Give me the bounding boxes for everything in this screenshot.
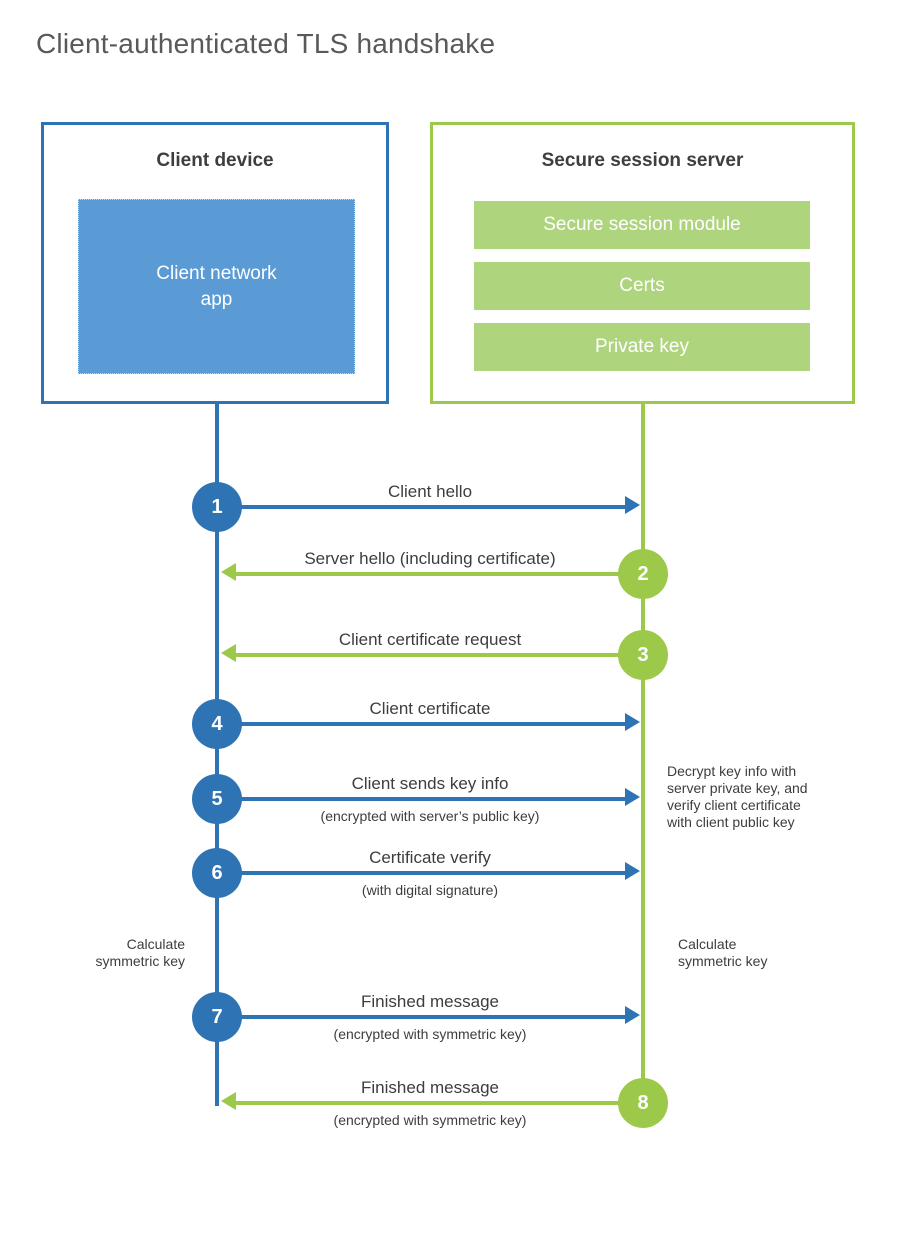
step-5: 5 Client sends key info (encrypted with … <box>0 774 900 824</box>
decrypt-key-note: Decrypt key info with server private key… <box>667 763 808 830</box>
step-8-arrow-left-icon <box>221 1092 236 1110</box>
step-2-arrow-left-icon <box>221 563 236 581</box>
step-3: 3 Client certificate request <box>0 630 900 680</box>
step-6-arrow-right-icon <box>625 862 640 880</box>
step-7-arrow-right-icon <box>625 1006 640 1024</box>
page-title: Client-authenticated TLS handshake <box>36 28 496 59</box>
step-7-sublabel: (encrypted with symmetric key) <box>333 1026 527 1042</box>
client-device-box: Client device Client network app <box>41 122 389 404</box>
step-6-badge: 6 <box>192 848 242 898</box>
step-3-arrow-left-icon <box>221 644 236 662</box>
step-3-label: Client certificate request <box>338 630 522 649</box>
step-8: 8 Finished message (encrypted with symme… <box>0 1078 900 1128</box>
step-2: 2 Server hello (including certificate) <box>0 549 900 599</box>
step-5-sublabel: (encrypted with server’s public key) <box>320 808 540 824</box>
step-7: 7 Finished message (encrypted with symme… <box>0 992 900 1042</box>
step-4-arrow-shaft <box>240 722 626 726</box>
server-module-private-key: Private key <box>474 323 810 371</box>
client-network-app-label: Client network app <box>156 262 277 310</box>
step-2-badge: 2 <box>618 549 668 599</box>
secure-session-server-box: Secure session server Secure session mod… <box>430 122 855 404</box>
server-lifeline <box>641 404 645 1103</box>
step-5-arrow-right-icon <box>625 788 640 806</box>
step-5-label: Client sends key info <box>351 774 509 793</box>
step-1-arrow-right-icon <box>625 496 640 514</box>
step-6: 6 Certificate verify (with digital signa… <box>0 848 900 898</box>
step-3-arrow-shaft <box>234 653 620 657</box>
step-6-arrow-shaft <box>240 871 626 875</box>
step-4-badge: 4 <box>192 699 242 749</box>
client-lifeline <box>215 404 219 1106</box>
step-3-badge: 3 <box>618 630 668 680</box>
step-7-badge: 7 <box>192 992 242 1042</box>
step-8-arrow-shaft <box>234 1101 620 1105</box>
step-1-arrow-shaft <box>240 505 626 509</box>
calculate-symmetric-key-server-note: Calculate symmetric key <box>678 936 768 969</box>
step-7-arrow-shaft <box>240 1015 626 1019</box>
step-7-label: Finished message <box>361 992 499 1011</box>
step-4-arrow-right-icon <box>625 713 640 731</box>
step-4: 4 Client certificate <box>0 699 900 749</box>
step-2-arrow-shaft <box>234 572 620 576</box>
server-module-secure-session-module: Secure session module <box>474 201 810 249</box>
step-4-label: Client certificate <box>369 699 491 718</box>
secure-session-server-title: Secure session server <box>541 150 744 171</box>
step-2-label: Server hello (including certificate) <box>304 549 556 568</box>
step-5-badge: 5 <box>192 774 242 824</box>
step-8-label: Finished message <box>361 1078 499 1097</box>
calculate-symmetric-key-client-note: Calculate symmetric key <box>95 936 185 969</box>
client-device-title: Client device <box>156 150 274 171</box>
step-6-sublabel: (with digital signature) <box>361 882 499 898</box>
step-1-label: Client hello <box>387 482 473 501</box>
step-5-arrow-shaft <box>240 797 626 801</box>
step-6-label: Certificate verify <box>369 848 491 867</box>
server-module-certs: Certs <box>474 262 810 310</box>
client-network-app-box: Client network app <box>78 199 355 374</box>
step-1: 1 Client hello <box>0 482 900 532</box>
step-1-badge: 1 <box>192 482 242 532</box>
step-8-badge: 8 <box>618 1078 668 1128</box>
step-8-sublabel: (encrypted with symmetric key) <box>333 1112 527 1128</box>
